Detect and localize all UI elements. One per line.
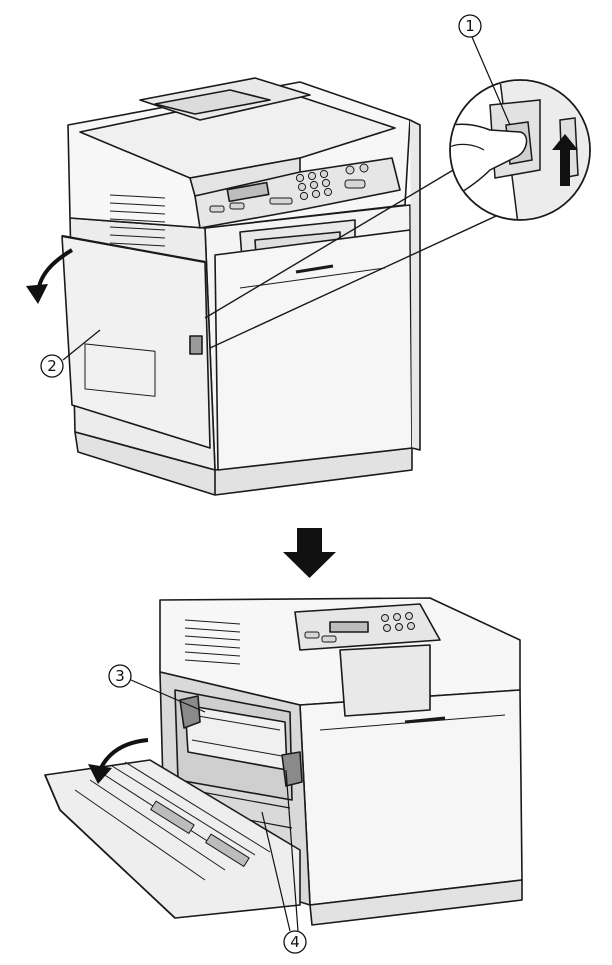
zoom-lines [204, 159, 521, 349]
callout-2: 2 [40, 329, 101, 378]
fuser-lever-left [179, 695, 201, 729]
magnified-inset [449, 79, 591, 221]
curved-arrow-icon [26, 248, 74, 304]
fuser-lever-right [281, 751, 303, 787]
side-vent [109, 194, 166, 247]
control-panel [194, 157, 401, 229]
arrow-up-icon [552, 134, 578, 186]
printer-bottom-view [44, 597, 523, 926]
door-rollers [150, 800, 250, 867]
keypad [209, 163, 369, 213]
callout-1: 1 [458, 14, 511, 126]
callout-4: 4 [261, 769, 307, 954]
svg-text:1: 1 [465, 17, 475, 35]
hand [451, 123, 528, 217]
arrow-down-icon [283, 528, 336, 578]
svg-text:3: 3 [115, 667, 125, 685]
curved-arrow-icon [88, 738, 149, 784]
svg-text:4: 4 [290, 933, 300, 951]
svg-text:2: 2 [47, 357, 57, 375]
printer-top-view [61, 77, 421, 496]
lcd-display [226, 181, 270, 203]
callout-3: 3 [108, 664, 206, 713]
